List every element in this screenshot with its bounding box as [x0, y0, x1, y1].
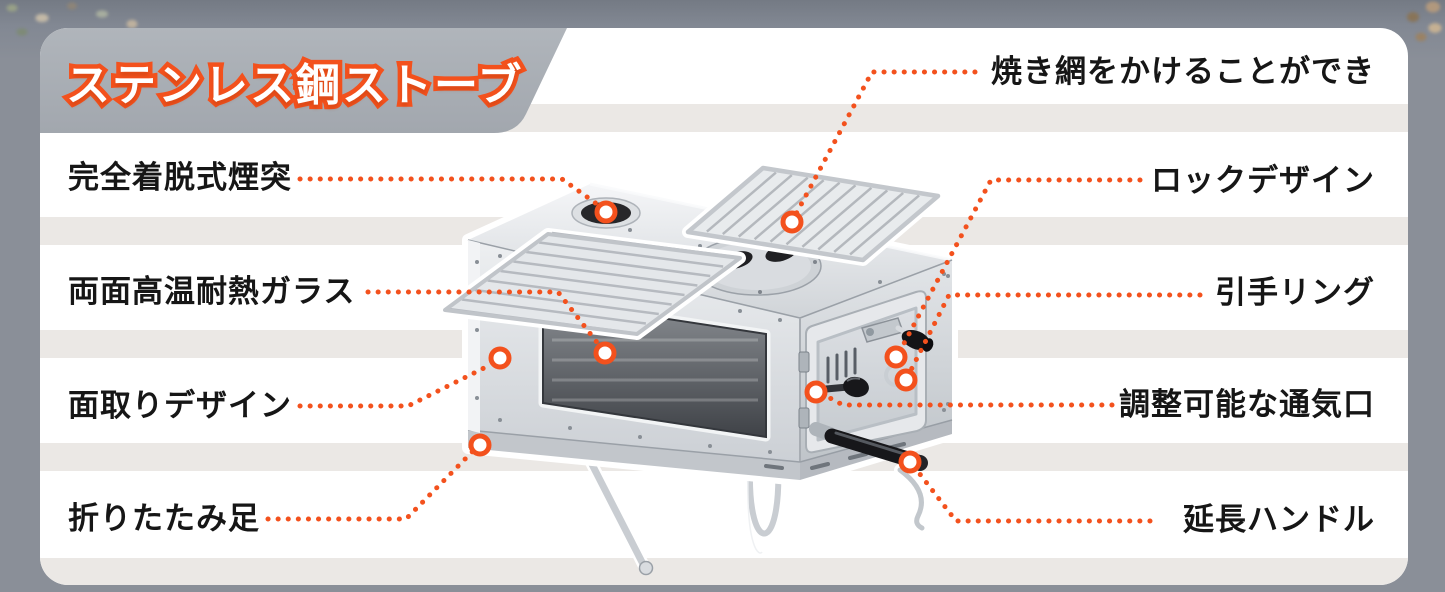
- vent-knob: [822, 376, 869, 398]
- leader-line-leg: [265, 448, 476, 522]
- grill-grate: [682, 162, 944, 266]
- callout-label-grate: 焼き網をかけることができ: [991, 54, 1375, 89]
- leader-lines: [265, 69, 1203, 524]
- leader-line-grate: [793, 69, 978, 217]
- callout-label-chamfer: 面取りデザイン: [68, 388, 292, 423]
- callout-label-latch: ロックデザイン: [1151, 163, 1375, 198]
- leader-line-chamfer: [297, 361, 495, 409]
- background-stripe: [40, 558, 1408, 585]
- title-banner: [40, 28, 567, 133]
- callout-label-vent: 調整可能な通気口: [1119, 387, 1375, 422]
- marker-vent: [804, 380, 828, 404]
- stove-door: [798, 274, 950, 454]
- marker-chimney: [594, 200, 618, 224]
- door-hinge: [798, 351, 810, 373]
- marker-chamfer: [488, 346, 512, 370]
- leader-line-handle: [913, 466, 1153, 524]
- callout-label-handle: 延長ハンドル: [1183, 502, 1375, 537]
- callout-label-pullring: 引手リング: [1215, 275, 1375, 310]
- photo-texture-top-right: [1401, 0, 1445, 42]
- marker-leg: [468, 433, 492, 457]
- page-title: ステンレス鋼ストーブ: [61, 57, 525, 115]
- adjustable-vent: [826, 347, 857, 384]
- callout-label-chimney: 完全着脱式煙突: [68, 160, 292, 195]
- leader-line-glass: [365, 289, 602, 348]
- marker-rings: [468, 200, 922, 474]
- marker-glass: [593, 341, 617, 365]
- stove-illustration: [439, 162, 958, 576]
- chamfered-corner: [468, 240, 480, 433]
- leader-line-vent: [825, 394, 1115, 408]
- marker-latch: [884, 345, 908, 369]
- leader-line-latch: [898, 177, 1143, 352]
- callout-label-glass: 両面高温耐熱ガラス: [68, 274, 356, 309]
- door-hinge: [798, 407, 810, 429]
- marker-grate: [780, 210, 804, 234]
- marker-pullring: [894, 368, 918, 392]
- side-shelf-grate: [439, 228, 746, 340]
- leader-line-pullring: [907, 292, 1203, 375]
- leader-line-chimney: [297, 176, 604, 210]
- marker-handle: [898, 450, 922, 474]
- callout-label-leg: 折りたたみ足: [68, 501, 260, 536]
